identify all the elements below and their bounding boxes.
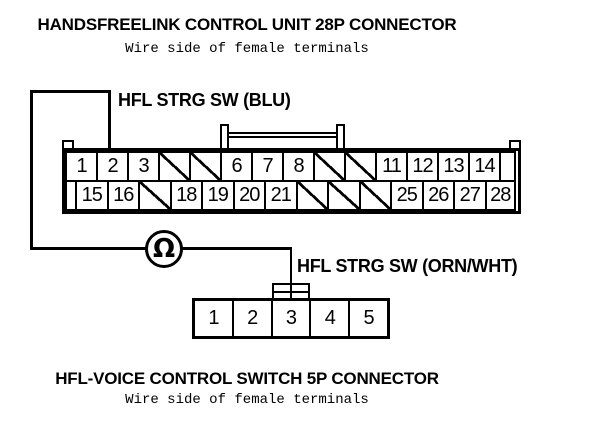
pin-cell-14: 14 (468, 151, 499, 182)
ohm-symbol: Ω (152, 234, 176, 264)
pin-cell-2: 2 (96, 151, 127, 182)
wire-label-blu: HFL STRG SW (BLU) (118, 90, 291, 110)
pin-cell-12: 12 (406, 151, 437, 182)
pin-cell-15: 15 (75, 180, 107, 211)
wire-label-orn-wht: HFL STRG SW (ORN/WHT) (297, 256, 518, 276)
wire-segment-drop-to-pin2 (108, 90, 111, 148)
pin-cell-5p-5: 5 (348, 301, 387, 336)
bottom-connector-subtitle: Wire side of female terminals (125, 392, 369, 408)
pin-cell-5p-1: 1 (195, 301, 232, 336)
pin-cell-25: 25 (390, 180, 422, 211)
pin-cell-13: 13 (437, 151, 468, 182)
blocked-cell (358, 180, 390, 211)
blocked-cell (295, 180, 327, 211)
pin-cell-11: 11 (375, 151, 406, 182)
wire-segment-drop-to-pin3 (290, 249, 292, 300)
top-connector-subtitle: Wire side of female terminals (125, 41, 369, 57)
pin-cell-3: 3 (127, 151, 158, 182)
blocked-cell (327, 180, 359, 211)
pin-cell-5p-3: 3 (270, 301, 310, 336)
pin-cell-27: 27 (453, 180, 485, 211)
wire-segment-vertical-left (30, 90, 33, 250)
pin-cell-20: 20 (232, 180, 264, 211)
bottom-connector-title: HFL-VOICE CONTROL SWITCH 5P CONNECTOR (55, 369, 439, 388)
pin-cell-18: 18 (169, 180, 201, 211)
pin-cell-1: 1 (65, 151, 96, 182)
pin-cell-6: 6 (220, 151, 251, 182)
pin-cell-16: 16 (106, 180, 138, 211)
connector-28p-lock-bar (221, 132, 344, 138)
pin-cell-21: 21 (264, 180, 296, 211)
blocked-cell (313, 151, 344, 182)
blocked-cell (158, 151, 189, 182)
ohmmeter-icon: Ω (145, 230, 183, 268)
pin-cell-5p-2: 2 (231, 301, 271, 336)
pin-cell-19: 19 (201, 180, 233, 211)
end-cell (65, 180, 75, 211)
blocked-cell (138, 180, 170, 211)
wire-segment-horizontal-top (30, 90, 111, 93)
pin-cell-8: 8 (282, 151, 313, 182)
pin-cell-5p-4: 4 (309, 301, 349, 336)
top-connector-title: HANDSFREELINK CONTROL UNIT 28P CONNECTOR (37, 15, 457, 34)
end-cell (499, 151, 516, 182)
pin-cell-26: 26 (421, 180, 453, 211)
blocked-cell (189, 151, 220, 182)
pin-cell-7: 7 (251, 151, 282, 182)
blocked-cell (344, 151, 375, 182)
pin-cell-28: 28 (484, 180, 516, 211)
